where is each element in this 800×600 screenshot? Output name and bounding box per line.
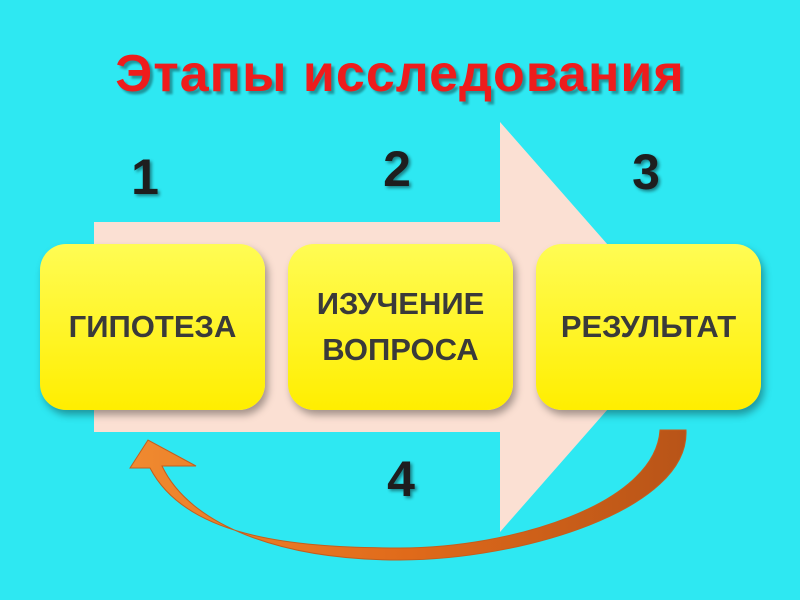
step-number-4: 4 (387, 451, 415, 507)
stage-label: РЕЗУЛЬТАТ (560, 308, 737, 344)
step-number-2: 2 (383, 141, 411, 197)
step-number-3: 3 (632, 144, 660, 200)
stage-box-study: ИЗУЧЕНИЕ ВОПРОСА (288, 244, 513, 410)
stage-box-result: РЕЗУЛЬТАТ (536, 244, 761, 410)
page-title: Этапы исследования (115, 45, 685, 103)
return-arrow (129, 429, 687, 561)
stage-box-hypothesis: ГИПОТЕЗА (40, 244, 265, 410)
stage-label: ГИПОТЕЗА (68, 308, 237, 344)
step-number-1: 1 (131, 149, 159, 205)
stage-label: ИЗУЧЕНИЕ ВОПРОСА (316, 285, 485, 368)
